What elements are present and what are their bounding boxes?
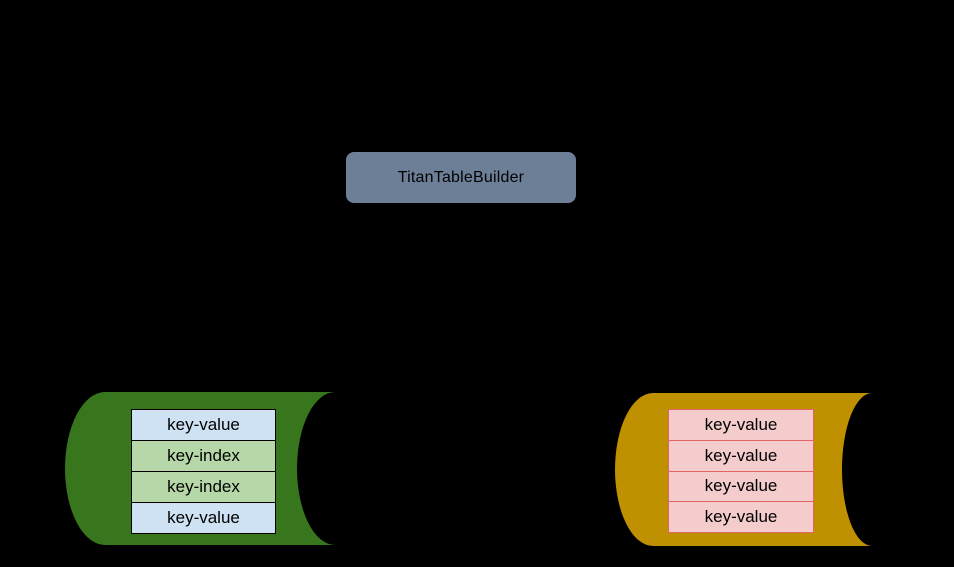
left-sst-block-table: key-value key-index key-index key-value [131, 409, 276, 534]
right-sst-block-table: key-value key-value key-value key-value [668, 409, 814, 533]
right-sst-row-2: key-value [669, 440, 813, 472]
left-sst-row-4: key-value [132, 503, 275, 533]
right-sst-row-3: key-value [669, 471, 813, 503]
left-sst-row-2: key-index [132, 441, 275, 472]
right-sst-row-1: key-value [669, 410, 813, 441]
titan-table-builder-label: TitanTableBuilder [397, 168, 525, 186]
left-sst-row-3: key-index [132, 472, 275, 503]
right-sst-row-4: key-value [669, 502, 813, 532]
titan-table-builder-box: TitanTableBuilder [346, 152, 576, 203]
left-sst-row-1: key-value [132, 410, 275, 441]
